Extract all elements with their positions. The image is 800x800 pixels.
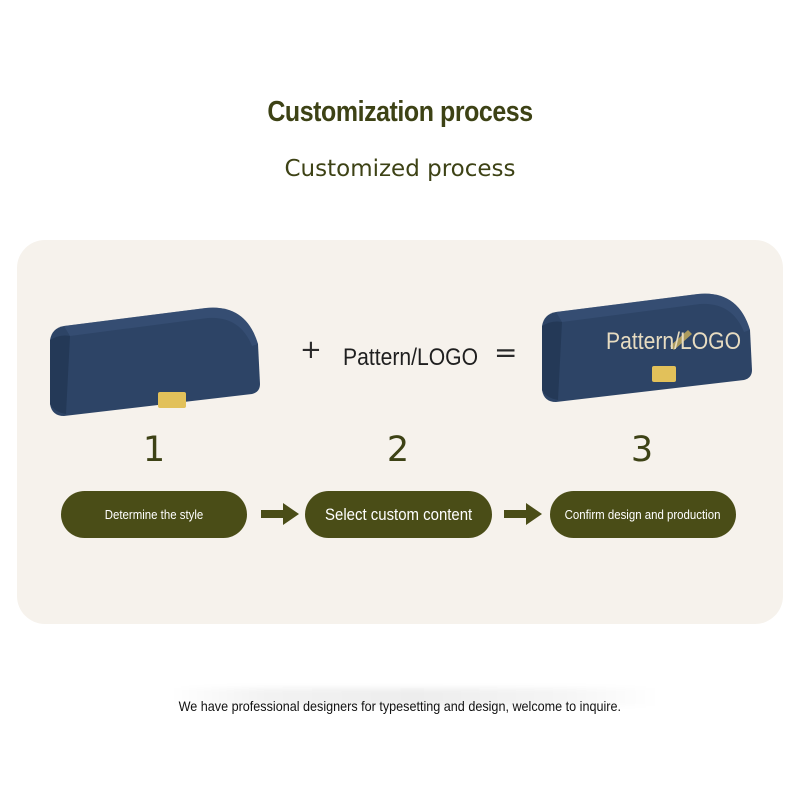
step-3-button[interactable]: Confirm design and production: [550, 491, 736, 538]
step-2-button[interactable]: Select custom content: [305, 491, 492, 538]
step-1-button[interactable]: Determine the style: [61, 491, 247, 538]
step-2-label: Select custom content: [324, 504, 473, 524]
footer-text: We have professional designers for types…: [178, 698, 622, 714]
equals-sign: =: [494, 336, 518, 369]
step-number-2: 2: [386, 430, 410, 470]
page-title: Customization process: [267, 96, 533, 128]
case-logo-text: Pattern/LOGO: [606, 328, 741, 355]
arrow-right-icon: [504, 503, 542, 525]
plus-sign: +: [300, 335, 322, 365]
glasses-case-icon: [46, 304, 264, 416]
glasses-case-icon: [538, 290, 756, 402]
faded-text-shadow: [170, 688, 660, 706]
step-3-label: Confirm design and production: [565, 507, 721, 522]
pattern-logo-text: Pattern/LOGO: [343, 344, 478, 371]
arrow-right-icon: [261, 503, 299, 525]
step-number-1: 1: [142, 430, 166, 470]
step-1-label: Determine the style: [104, 507, 204, 522]
page-subtitle: Customized process: [284, 156, 516, 182]
footer-note: We have professional designers for types…: [0, 698, 800, 714]
step-number-3: 3: [630, 430, 654, 470]
